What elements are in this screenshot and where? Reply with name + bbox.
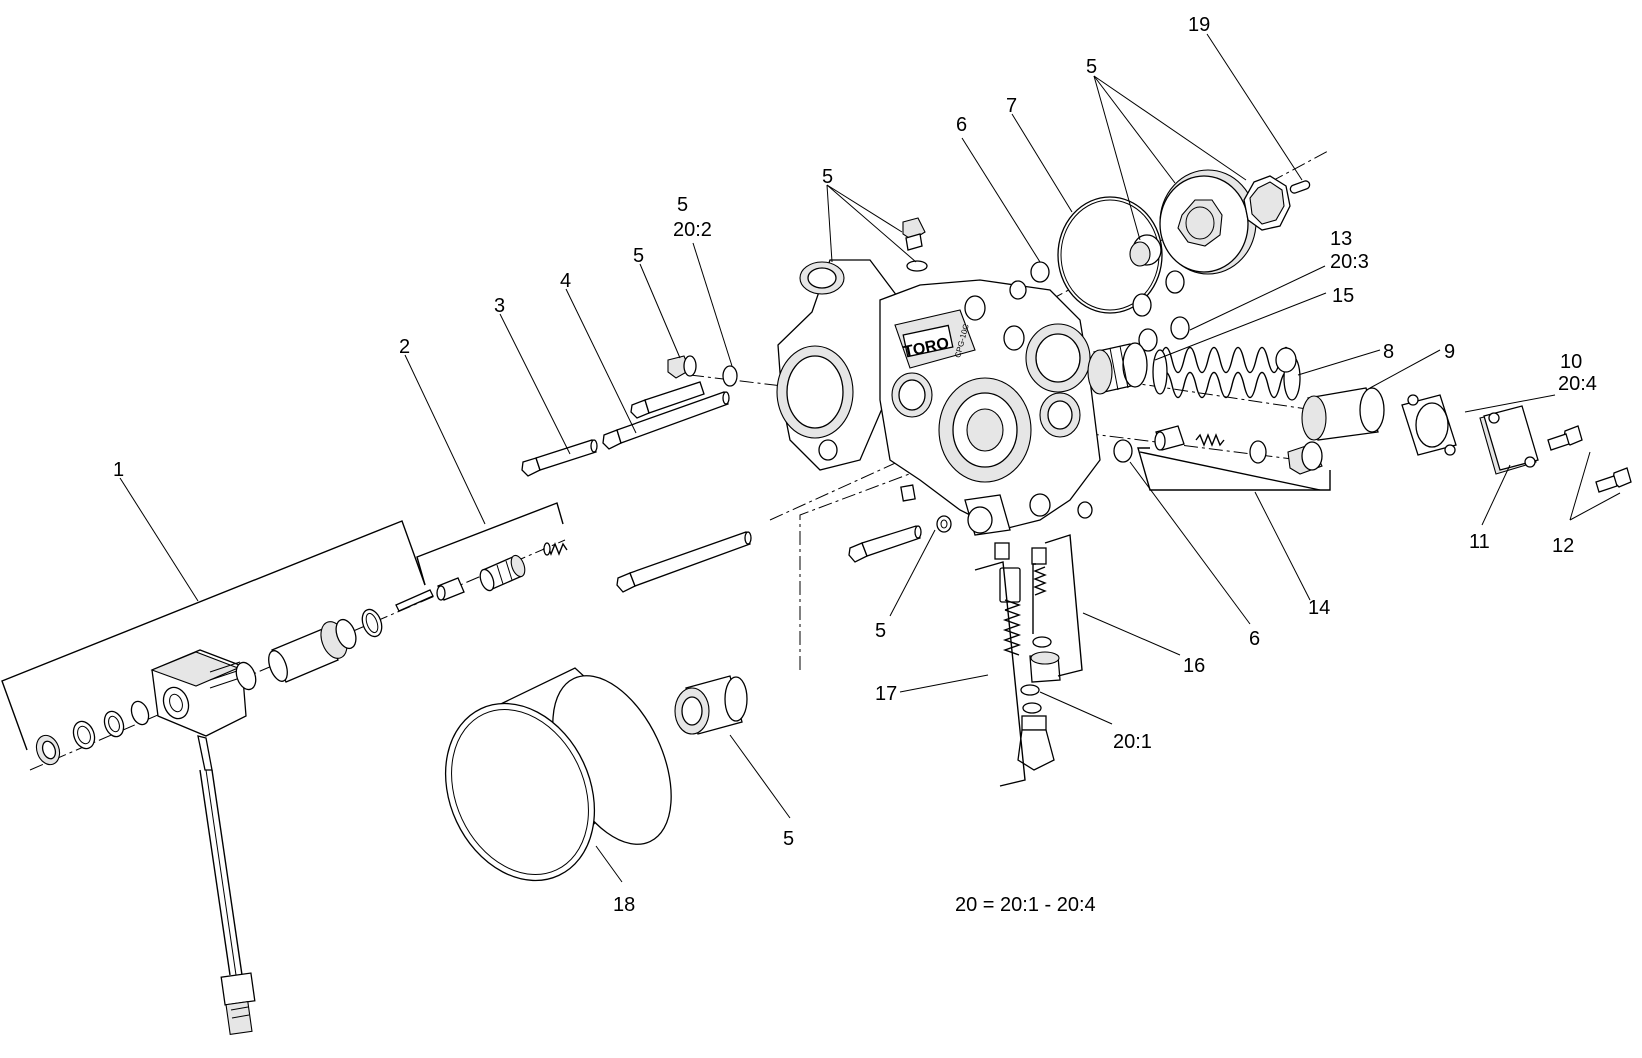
callout-3: 3 (494, 295, 505, 317)
callout-19: 19 (1188, 14, 1210, 36)
nut-small (936, 515, 952, 533)
filter-parts (444, 667, 748, 882)
bolt-item-4 (602, 391, 730, 450)
callout-11: 11 (1469, 531, 1490, 553)
check-valve-item-14 (1113, 425, 1323, 475)
callout-7: 7 (1006, 95, 1017, 117)
callout-12: 12 (1552, 535, 1574, 557)
callout-labels: 1 2 3 4 5 5 20:2 5 6 7 5 19 13 20:3 15 8… (113, 14, 1597, 916)
gear-pump-parts (1057, 169, 1311, 352)
callout-15: 15 (1332, 285, 1354, 307)
callout-5-lower: 5 (875, 620, 886, 642)
callout-20-1: 20:1 (1113, 731, 1152, 753)
bolt-item-3 (521, 439, 598, 477)
coil-label-plate (209, 661, 241, 689)
callout-13: 13 (1330, 228, 1352, 250)
oring-20-2 (722, 365, 738, 387)
callout-16: 16 (1183, 655, 1205, 677)
callout-4: 4 (560, 270, 571, 292)
callout-5-pump: 5 (1086, 56, 1097, 78)
callout-2: 2 (399, 336, 410, 358)
callout-20-4: 20:4 (1558, 373, 1597, 395)
screw-item-12-top (1547, 425, 1583, 451)
relief-valve-parts (1087, 342, 1632, 493)
callout-6-bottom: 6 (1249, 628, 1260, 650)
callout-14: 14 (1308, 597, 1330, 619)
callout-8: 8 (1383, 341, 1394, 363)
callout-20-3: 20:3 (1330, 251, 1369, 273)
bolt-lower-left (616, 531, 752, 593)
legend-note: 20 = 20:1 - 20:4 (955, 894, 1096, 916)
leader-lines (119, 33, 1621, 883)
pump-housing: TORO CPG-10C (776, 217, 1101, 536)
callout-17: 17 (875, 683, 897, 705)
callout-9: 9 (1444, 341, 1455, 363)
callout-20-2: 20:2 (673, 219, 712, 241)
callout-10: 10 (1560, 351, 1582, 373)
bolt-item-4-upper (630, 381, 705, 419)
bolts-left (521, 355, 952, 593)
screw-item-12-bottom (1595, 467, 1632, 493)
callout-6-top: 6 (956, 114, 967, 136)
plug-item-5 (667, 355, 697, 379)
callout-18: 18 (613, 894, 635, 916)
valve-spool-assembly (395, 542, 568, 612)
callout-1: 1 (113, 459, 124, 481)
valve-cartridges (974, 534, 1083, 787)
callout-5-oring: 5 (677, 194, 688, 216)
solenoid-assembly (35, 608, 383, 1036)
bolt-lower-center (848, 525, 922, 563)
callout-5-filter: 5 (783, 828, 794, 850)
callout-5-plug: 5 (633, 245, 644, 267)
callout-5-top: 5 (822, 166, 833, 188)
bracket-lines (1, 447, 1331, 751)
